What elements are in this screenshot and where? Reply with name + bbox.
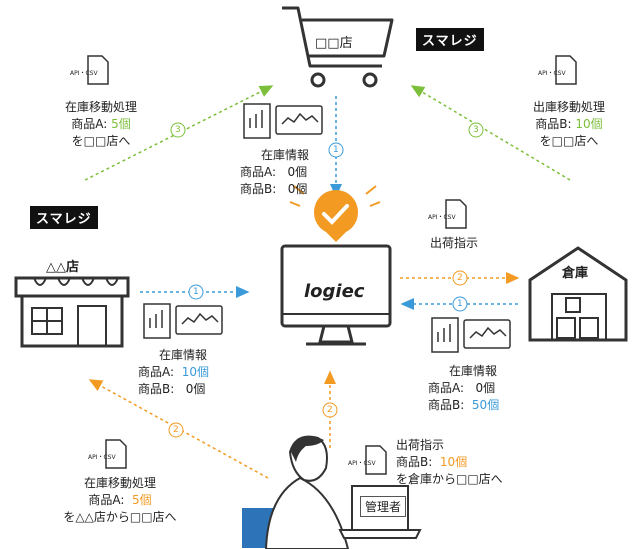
info-line: を□□店へ — [71, 134, 131, 148]
info-line: を□□店へ — [539, 134, 599, 148]
left-stock-info: 在庫情報 商品A: 10個 商品B: 0個 — [138, 346, 238, 397]
shopping-cart-icon — [282, 6, 394, 88]
brand-badge-left: スマレジ — [30, 206, 98, 229]
step-number: 1 — [457, 299, 463, 309]
report-icon — [275, 105, 323, 135]
ship-top-title: 出荷指示 — [430, 236, 479, 250]
info-value: 0個 — [287, 182, 308, 196]
warehouse-icon — [528, 246, 628, 342]
info-title: 出庫移動処理 — [532, 100, 605, 114]
storefront-icon — [14, 276, 130, 348]
step-number: 3 — [473, 125, 479, 135]
warehouse-label: 倉庫 — [562, 266, 589, 281]
report-icon — [431, 317, 459, 353]
step-number: 2 — [327, 405, 333, 415]
info-title: 出荷指示 — [396, 438, 445, 452]
step-number: 3 — [175, 125, 181, 135]
info-value: 0個 — [185, 382, 206, 396]
document-icon — [87, 55, 109, 85]
step-circle — [452, 270, 468, 286]
document-icon — [105, 439, 127, 469]
info-label: 商品A: — [88, 493, 125, 507]
info-title: 在庫移動処理 — [64, 100, 137, 114]
info-label: 商品B: — [396, 455, 433, 469]
bottom-left-info: 在庫移動処理 商品A: 5個 を△△店から□□店へ — [40, 474, 200, 525]
report-icon — [463, 319, 511, 349]
document-icon — [555, 55, 577, 85]
logiec-logo: logiec — [304, 281, 365, 302]
arrow-step3-right — [410, 85, 571, 181]
info-title: 在庫情報 — [260, 148, 309, 162]
api-tag: API・CSV — [70, 70, 98, 77]
info-label: 商品A: — [71, 117, 108, 131]
step-circle — [322, 402, 338, 418]
arrow-step2-left — [88, 379, 269, 479]
info-value: 50個 — [471, 398, 500, 412]
info-label: 商品B: — [428, 398, 465, 412]
api-tag: API・CSV — [348, 460, 376, 467]
report-icon — [243, 103, 271, 139]
report-icon — [175, 305, 223, 335]
info-label: 商品B: — [535, 117, 572, 131]
info-value: 0個 — [287, 165, 308, 179]
step-number: 1 — [333, 145, 339, 155]
api-tag: API・CSV — [428, 214, 456, 221]
top-right-info: 出庫移動処理 商品B: 10個 を□□店へ — [514, 98, 624, 149]
report-icon — [143, 303, 171, 339]
info-title: 在庫情報 — [158, 348, 207, 362]
step-number: 2 — [457, 273, 463, 283]
info-value: 5個 — [111, 117, 131, 131]
step-circle — [170, 122, 186, 138]
info-line: を倉庫から□□店へ — [396, 472, 503, 486]
api-tag: API・CSV — [538, 70, 566, 77]
monitor-icon — [280, 244, 392, 346]
step-number: 1 — [193, 287, 199, 297]
info-title: 在庫情報 — [448, 364, 497, 378]
document-icon — [445, 199, 467, 229]
shop-left-label: △△店 — [46, 260, 79, 275]
info-label: 商品A: — [240, 165, 277, 179]
right-stock-info: 在庫情報 商品A: 0個 商品B: 50個 — [428, 362, 528, 413]
step-circle — [328, 142, 344, 158]
info-label: 商品A: — [138, 365, 175, 379]
info-label: 商品B: — [240, 182, 277, 196]
step-number: 2 — [173, 425, 179, 435]
info-value: 0個 — [475, 381, 496, 395]
info-title: 在庫移動処理 — [83, 476, 156, 490]
api-tag: API・CSV — [88, 454, 116, 461]
manager-label: 管理者 — [360, 496, 407, 517]
person-laptop-icon — [242, 435, 422, 549]
info-value: 10個 — [575, 117, 603, 131]
step-circle — [452, 296, 468, 312]
info-value: 5個 — [132, 493, 152, 507]
step-circle — [188, 284, 204, 300]
ship-bottom-info: 出荷指示 商品B: 10個 を倉庫から□□店へ — [396, 436, 536, 487]
info-label: 商品A: — [428, 381, 465, 395]
top-left-info: 在庫移動処理 商品A: 5個 を□□店へ — [46, 98, 156, 149]
info-value: 10個 — [181, 365, 209, 379]
top-stock-info: 在庫情報 商品A: 0個 商品B: 0個 — [240, 146, 330, 197]
brand-badge-top: スマレジ — [416, 28, 484, 51]
info-value: 10個 — [439, 455, 468, 469]
document-icon — [365, 445, 387, 475]
shop-top-label: □□店 — [315, 36, 353, 51]
step-circle — [468, 122, 484, 138]
checkmark-badge-icon — [289, 185, 381, 242]
step-circle — [168, 422, 184, 438]
info-label: 商品B: — [138, 382, 175, 396]
info-line: を△△店から□□店へ — [63, 510, 177, 524]
